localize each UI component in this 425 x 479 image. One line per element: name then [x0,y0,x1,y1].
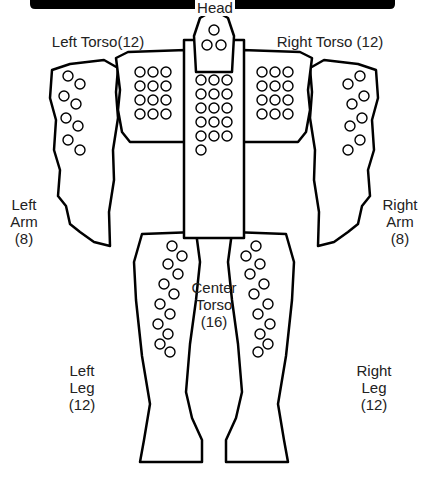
right-leg [226,232,294,462]
armor-dot [153,319,163,329]
armor-dot [196,75,206,85]
armor-dot [135,95,145,105]
armor-dot [222,103,232,113]
armor-dot [355,71,365,81]
armor-dot [357,113,367,123]
armor-dot [259,279,269,289]
armor-dot [135,109,145,119]
part-label: Center Torso (16) [191,279,236,330]
right-arm [310,60,378,246]
armor-dot [59,91,69,101]
part-name: Head [195,0,235,16]
armor-dot [209,75,219,85]
armor-dot [249,289,259,299]
armor-dot [163,329,173,339]
armor-dot [255,259,265,269]
armor-dot [345,121,355,131]
armor-dot [283,67,293,77]
armor-dot [359,91,369,101]
armor-dot [165,309,175,319]
armor-dot [148,95,158,105]
armor-dot [222,131,232,141]
armor-dot [196,89,206,99]
armor-dot [263,299,273,309]
head [194,10,234,72]
armor-dot [251,241,261,251]
armor-dot [161,81,171,91]
armor-dot [161,67,171,77]
armor-dot [209,131,219,141]
armor-dot [209,103,219,113]
armor-dot [245,269,255,279]
armor-dot [270,95,280,105]
armor-dot [71,99,81,109]
armor-dot [167,241,177,251]
armor-dot [161,95,171,105]
armor-dot [148,109,158,119]
armor-dot [241,251,251,261]
part-label: Left Arm (8) [10,196,38,247]
armor-dot [283,81,293,91]
armor-dot [155,339,165,349]
armor-dot [173,269,183,279]
armor-dot [257,67,267,77]
armor-dot [343,145,353,155]
armor-dot [63,135,73,145]
armor-dot [270,109,280,119]
armor-dot [196,145,206,155]
armor-dot [148,67,158,77]
armor-dot [177,251,187,261]
armor-dot [257,109,267,119]
armor-dot [161,109,171,119]
armor-dot [216,40,226,50]
armor-dot [253,309,263,319]
armor-dot [265,319,275,329]
armor-dot [283,95,293,105]
armor-dot [355,135,365,145]
armor-dot [135,67,145,77]
armor-dot [155,299,165,309]
armor-dot [196,131,206,141]
armor-dot [163,259,173,269]
armor-dot [63,71,73,81]
armor-dot [75,79,85,89]
armor-dot [343,79,353,89]
armor-dot [283,109,293,119]
armor-dot [196,117,206,127]
armor-dot [148,81,158,91]
armor-dot [209,117,219,127]
armor-dot [263,339,273,349]
armor-dot [75,145,85,155]
left-arm [50,60,118,246]
armor-dot [347,99,357,109]
armor-dot [61,113,71,123]
right-torso [242,50,312,142]
armor-dot [73,121,83,131]
part-label: Right Torso (12) [277,33,383,50]
armor-dot [165,347,175,357]
armor-dot [202,40,212,50]
left-torso [116,50,186,142]
part-label: Right Arm (8) [382,196,417,247]
armor-dot [222,117,232,127]
armor-dot [222,89,232,99]
left-leg [134,232,202,462]
part-label: Left Leg (12) [69,362,96,413]
part-label: Left Torso(12) [52,33,144,50]
armor-dot [159,279,169,289]
armor-dot [169,289,179,299]
part-label: Right Leg (12) [356,362,391,413]
armor-dot [196,103,206,113]
armor-dot [209,25,219,35]
armor-dot [270,81,280,91]
armor-dot [257,95,267,105]
armor-dot [270,67,280,77]
armor-dot [222,75,232,85]
armor-dot [253,347,263,357]
armor-dot [257,81,267,91]
armor-dot [255,329,265,339]
armor-dot [209,89,219,99]
armor-dot [135,81,145,91]
